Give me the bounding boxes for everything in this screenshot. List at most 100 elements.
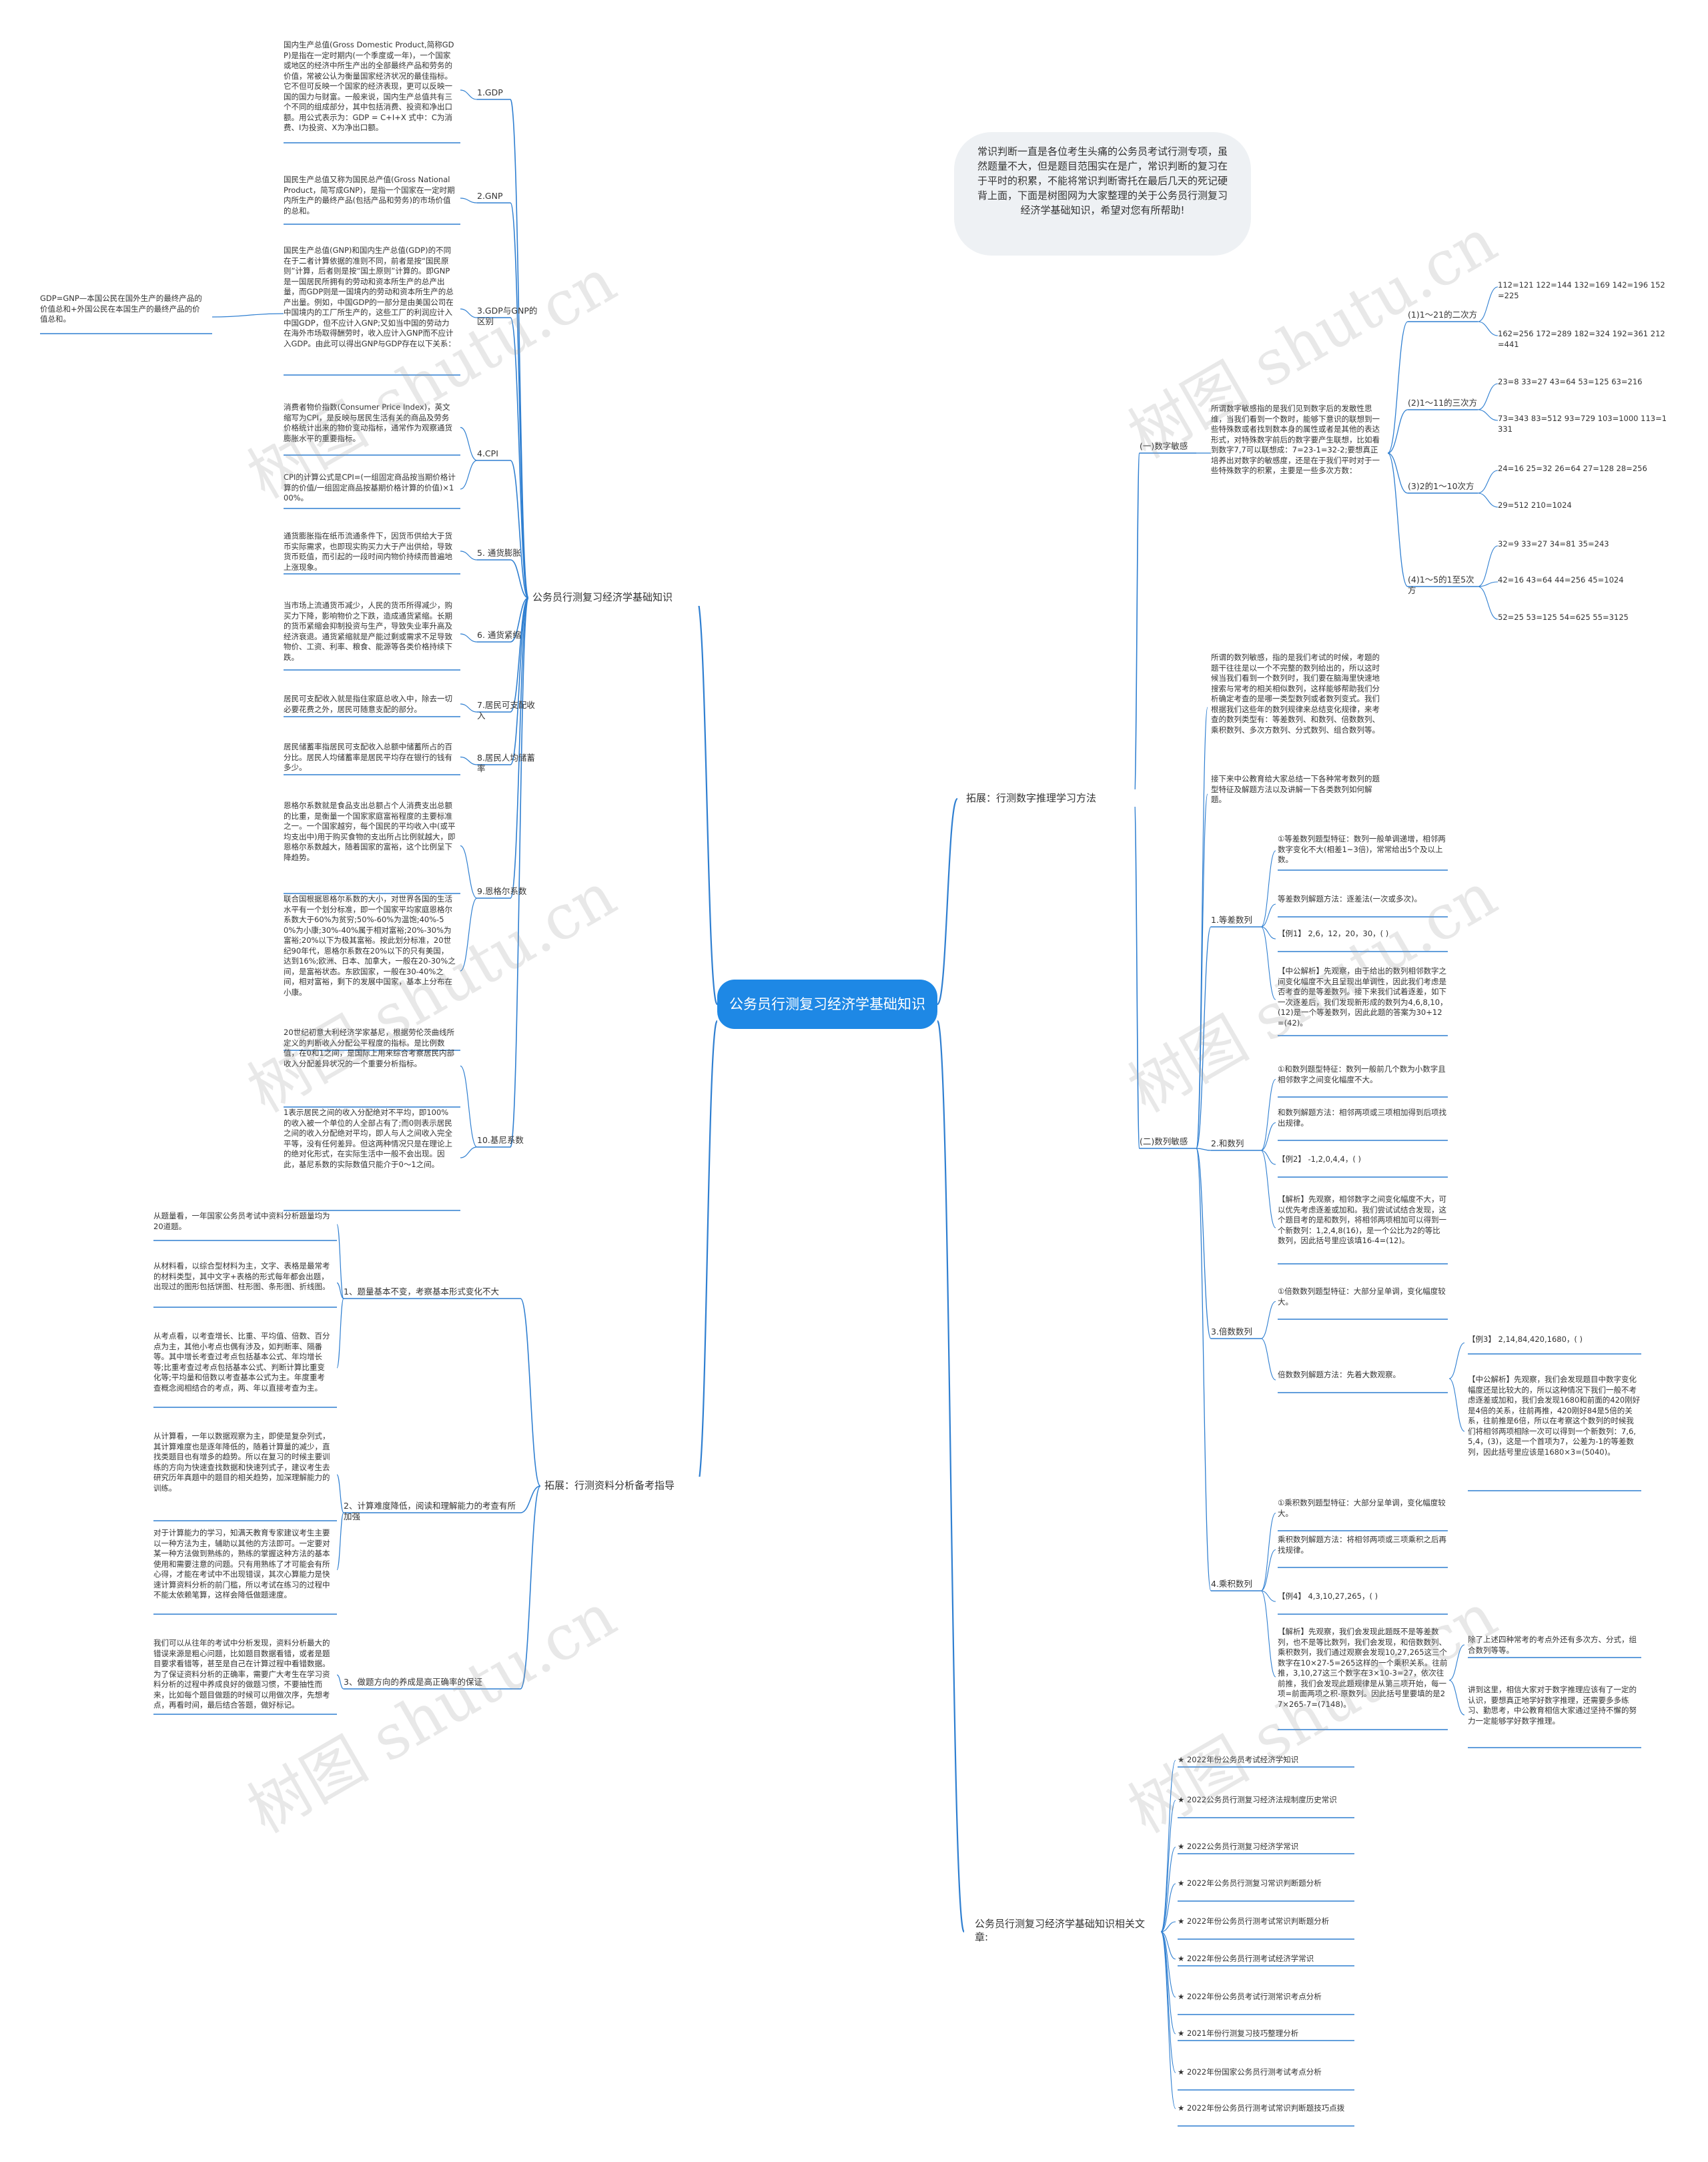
branch-number-reasoning[interactable]: 拓展：行测数字推理学习方法 [962,789,1138,807]
econ-leaf: 20世纪初意大利经济学家基尼，根据劳伦茨曲线所定义的判断收入分配公平程度的指标。… [284,1028,455,1068]
connector-line [1160,1800,1176,1932]
econ-item-8[interactable]: 8.居民人均储蓄率 [477,753,535,773]
connector-line [336,1474,344,1513]
connector-line [510,559,529,599]
sequence-leaf: ①倍数数列题型特征：大部分呈单调，变化幅度较大。 [1278,1287,1446,1307]
econ-item-4[interactable]: 4.CPI [477,448,498,458]
related-article-link[interactable]: ★ 2022年份公务员行测考试经济学常识 [1178,1954,1314,1963]
connector-line [1196,926,1212,1149]
econ-leaf: 居民可支配收入就是指住家庭总收入中，除去一切必要花费之外，居民可随意支配的部分。 [284,694,452,714]
connector-line [1260,1078,1276,1151]
related-article-link[interactable]: ★ 2022公务员行测复习经济法规制度历史常识 [1178,1795,1337,1804]
related-article-link[interactable]: ★ 2022公务员行测复习经济学常识 [1178,1842,1299,1851]
econ-leaf: 当市场上流通货币减少，人民的货币所得减少，购买力下降，影响物价之下跌，造成通货紧… [284,601,452,662]
connector-line [1260,904,1276,928]
connector-line [1260,926,1276,940]
section-sequence-sensitivity[interactable]: (二)数列敏感 [1140,1136,1188,1146]
sequence-leaf: 等差数列解题方法：逐差法(一次或多次)。 [1278,894,1422,904]
econ-item-6[interactable]: 6. 通货紧缩 [477,630,521,640]
connector-line [1196,793,1208,1149]
power-values: 73=343 83=512 93=729 103=1000 113=1331 [1498,414,1667,434]
connector-line [510,317,529,599]
connector-line [1160,1883,1176,1932]
connector-line [460,1065,478,1148]
connector-line [1260,926,1276,1000]
connector-line [1160,1931,1176,2073]
connector-line [336,1282,344,1299]
connector-line [936,1020,965,1933]
connector-line [336,1512,344,1571]
power-group-2[interactable]: (2)1～11的三次方 [1408,398,1478,408]
econ-item-10[interactable]: 10.基尼系数 [477,1135,524,1145]
connector-line [1477,383,1499,410]
sequence-leaf: ①乘积数列题型特征：大部分呈单调，变化幅度较大。 [1278,1498,1446,1518]
connector-line [1260,1590,1276,1602]
connector-line [1160,1846,1176,1932]
sequence-leaf: 【例4】 4,3,10,27,265，( ) [1278,1591,1378,1601]
section-intro-2: 接下来中公教育给大家总结一下各种常考数列的题型特征及解题方法以及讲解一下各类数列… [1211,774,1380,804]
root-topic[interactable]: 公务员行测复习经济学基础知识 [717,980,937,1029]
related-article-link[interactable]: ★ 2021年份行测复习技巧整理分析 [1178,2029,1299,2038]
data-item-1[interactable]: 1、题量基本不变，考察基本形式变化不大 [344,1287,499,1297]
section-number-sensitivity[interactable]: (一)数字敏感 [1140,441,1188,451]
econ-leaf: 通货膨胀指在纸币流通条件下，因货币供给大于货币实际需求，也即现实购买力大于产出供… [284,531,452,572]
connector-line [510,597,529,899]
data-leaf: 我们可以从往年的考试中分析发现，资料分析最大的错误来源是粗心问题，比如题目数据看… [153,1638,330,1710]
econ-item-1[interactable]: 1.GDP [477,87,503,97]
branch-data-analysis[interactable]: 拓展：行测资料分析备考指导 [540,1477,705,1494]
section-intro: 所谓数字敏感指的是我们见到数字后的发散性思维，当我们看到一个数时，能够下意识的联… [1211,404,1380,475]
connector-line [336,1674,344,1690]
power-values: 24=16 25=32 26=64 27=128 28=256 [1498,464,1647,473]
related-article-link[interactable]: ★ 2022年份公务员考试行测常识考点分析 [1178,1992,1322,2001]
branch-related-articles[interactable]: 公务员行测复习经济学基础知识相关文章: [971,1915,1149,1946]
sequence-leaf: 和数列解题方法：相邻两项或三项相加得到后项找出规律。 [1278,1108,1446,1128]
connector-line [1196,1148,1212,1591]
data-item-2[interactable]: 2、计算难度降低，阅读和理解能力的考查有所加强 [344,1501,516,1521]
connector-line [1477,470,1499,494]
connector-line [1477,492,1499,508]
connector-line [460,897,478,972]
power-group-3[interactable]: (3)2的1～10次方 [1408,481,1474,491]
econ-item-7[interactable]: 7.居民可支配收入 [477,700,535,721]
sequence-leaf: 【解析】先观察，我们会发现此题既不是等差数列，也不是等比数列，我们会发现，和倍数… [1278,1627,1448,1709]
connector-line [1260,1150,1276,1228]
econ-item-9[interactable]: 9.恩格尔系数 [477,886,527,896]
connector-line [1477,321,1499,336]
related-article-link[interactable]: ★ 2022年份公务员考试经济学知识 [1178,1755,1299,1764]
related-article-link[interactable]: ★ 2022年份公务员行测考试常识判断题技巧点拨 [1178,2103,1345,2113]
connector-line [460,426,478,461]
related-article-link[interactable]: ★ 2022年份公务员行测考试常识判断题分析 [1178,1916,1330,1926]
connector-line [1134,452,1140,799]
sequence-type-1[interactable]: 1.等差数列 [1211,915,1252,925]
sequence-leaf: 【例1】 2,6，12，20，30，( ) [1278,929,1389,938]
connector-line [336,1224,344,1299]
connector-line [1387,452,1408,587]
econ-leaf: 联合国根据恩格尔系数的大小，对世界各国的生活水平有一个划分标准，即一个国家平均家… [284,894,456,997]
sequence-type-4[interactable]: 4.乘积数列 [1211,1579,1252,1589]
data-leaf: 从计算看，一年以数据观察为主，即使是复杂列式，其计算难度也是逐年降低的，随着计算… [153,1431,330,1493]
branch-econ[interactable]: 公务员行测复习经济学基础知识 [528,589,705,606]
connector-line [1196,1148,1212,1339]
power-values: 29=512 210=1024 [1498,500,1572,510]
power-group-1[interactable]: (1)1～21的二次方 [1408,310,1478,320]
section-intro: 所谓的数列敏感，指的是我们考试的时候，考题的题干往往是以一个不完整的数列给出的，… [1211,653,1380,735]
connector-line [510,597,529,1148]
power-values: 23=8 33=27 43=64 53=125 63=216 [1498,377,1643,386]
sequence-type-3[interactable]: 3.倍数数列 [1211,1327,1252,1337]
econ-item-3[interactable]: 3.GDP与GNP的区别 [477,306,538,326]
data-item-3[interactable]: 3、做题方向的养成是高正确率的保证 [344,1677,482,1687]
sequence-leaf: ①等差数列题型特征：数列一般单调递增，相邻两数字变化不大(相差1~3倍)，常常给… [1278,834,1446,864]
power-group-4[interactable]: (4)1～5的1至5次方 [1408,575,1474,595]
connector-line [1387,321,1408,454]
sequence-type-2[interactable]: 2.和数列 [1211,1138,1244,1148]
connector-line [1260,1122,1276,1151]
intro-note[interactable]: 常识判断一直是各位考生头痛的公务员考试行测专项，虽然题量不大，但是题目范围实在是… [954,132,1251,256]
related-article-link[interactable]: ★ 2022年份国家公务员行测考试考点分析 [1178,2067,1322,2077]
related-article-link[interactable]: ★ 2022年公务员行测复习常识判断题分析 [1178,1878,1322,1888]
econ-leaf: 国民生产总值(GNP)和国内生产总值(GDP)的不同在于二者计算依据的准则不同，… [284,246,456,348]
econ-item-5[interactable]: 5. 通货膨胀 [477,548,521,558]
econ-item-2[interactable]: 2.GNP [477,191,503,201]
connector-line [520,1485,541,1690]
